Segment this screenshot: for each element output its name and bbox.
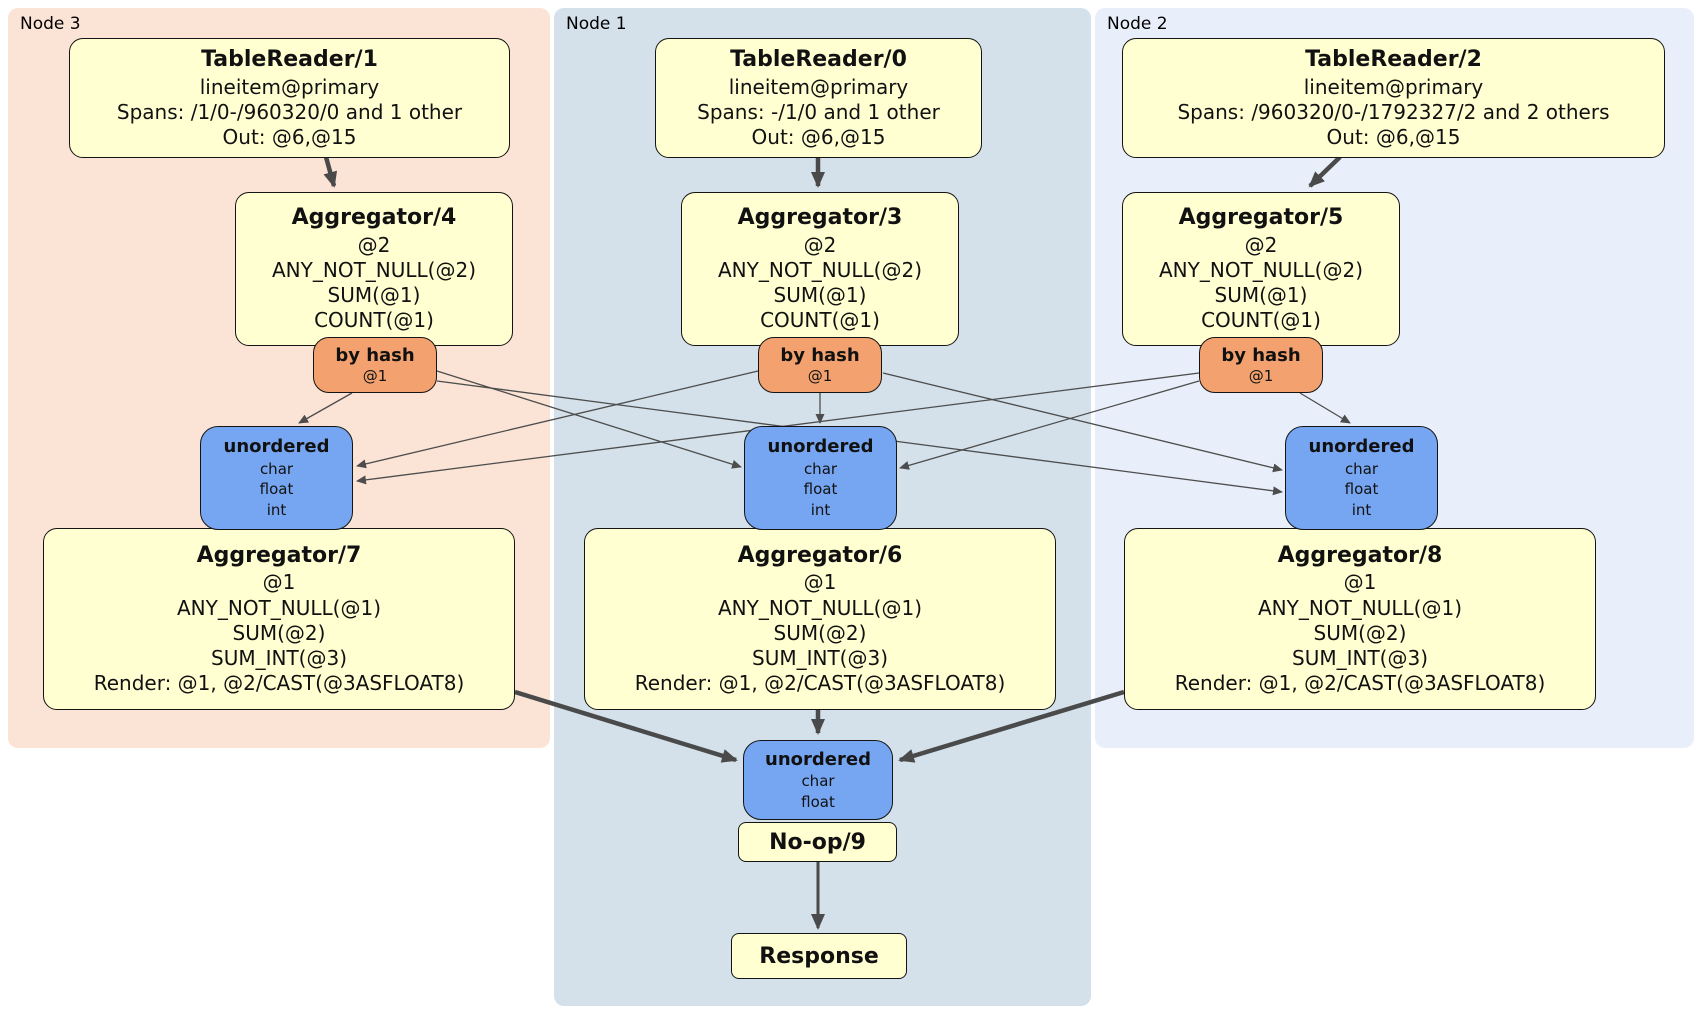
processor-title: Response [759, 943, 879, 969]
processor-line: ANY_NOT_NULL(@1) [1258, 595, 1462, 620]
processor-line: SUM_INT(@3) [1292, 645, 1428, 670]
router-detail: @1 [1248, 366, 1274, 385]
processor-tablereader-2: TableReader/2 lineitem@primary Spans: /9… [1122, 38, 1665, 158]
sync-line: int [1351, 501, 1372, 520]
processor-line: COUNT(@1) [314, 308, 434, 333]
sync-title: unordered [765, 748, 871, 770]
processor-title: TableReader/0 [730, 46, 907, 72]
processor-line: Out: @6,@15 [751, 124, 886, 149]
sync-title: unordered [767, 436, 874, 458]
processor-title: TableReader/1 [201, 46, 378, 72]
processor-aggregator-4: Aggregator/4 @2 ANY_NOT_NULL(@2) SUM(@1)… [235, 192, 513, 346]
processor-line: Render: @1, @2/CAST(@3ASFLOAT8) [93, 671, 465, 696]
router-title: by hash [335, 345, 415, 367]
processor-line: @1 [1343, 570, 1377, 595]
processor-line: SUM_INT(@3) [211, 645, 347, 670]
sync-line: char [803, 459, 838, 478]
processor-line: Out: @6,@15 [222, 124, 357, 149]
processor-title: No-op/9 [769, 829, 866, 855]
sync-line: char [259, 459, 294, 478]
sync-line: char [1344, 459, 1379, 478]
sync-line: float [801, 792, 835, 811]
sync-line: int [266, 501, 287, 520]
processor-line: ANY_NOT_NULL(@2) [718, 258, 922, 283]
processor-line: lineitem@primary [199, 74, 380, 99]
node3-label: Node 3 [20, 14, 81, 34]
processor-line: ANY_NOT_NULL(@2) [272, 258, 476, 283]
sync-line: int [810, 501, 831, 520]
processor-noop-9: No-op/9 [738, 822, 897, 862]
processor-line: @2 [803, 232, 837, 257]
processor-line: Spans: -/1/0 and 1 other [697, 99, 940, 124]
sync-unordered-final: unordered char float [743, 740, 893, 820]
processor-title: Aggregator/4 [291, 205, 457, 231]
processor-line: SUM(@2) [232, 620, 326, 645]
sync-unordered-right: unordered char float int [1285, 426, 1438, 530]
processor-title: Aggregator/5 [1178, 205, 1344, 231]
processor-line: SUM_INT(@3) [752, 645, 888, 670]
processor-line: Spans: /1/0-/960320/0 and 1 other [116, 99, 463, 124]
processor-line: SUM(@1) [1214, 283, 1308, 308]
processor-title: Aggregator/3 [737, 205, 903, 231]
processor-title: Aggregator/7 [196, 542, 362, 568]
sync-title: unordered [1308, 436, 1415, 458]
processor-aggregator-8: Aggregator/8 @1 ANY_NOT_NULL(@1) SUM(@2)… [1124, 528, 1596, 710]
processor-line: COUNT(@1) [1201, 308, 1321, 333]
router-detail: @1 [362, 366, 388, 385]
processor-line: Render: @1, @2/CAST(@3ASFLOAT8) [1174, 671, 1546, 696]
router-by-hash-left: by hash @1 [313, 337, 437, 393]
node2-label: Node 2 [1107, 14, 1168, 34]
sync-unordered-center: unordered char float int [744, 426, 897, 530]
processor-line: @1 [262, 570, 296, 595]
processor-tablereader-1: TableReader/1 lineitem@primary Spans: /1… [69, 38, 510, 158]
processor-line: @1 [803, 570, 837, 595]
sync-line: float [1344, 480, 1379, 499]
router-by-hash-center: by hash @1 [758, 337, 882, 393]
processor-line: SUM(@2) [773, 620, 867, 645]
processor-line: @2 [357, 232, 391, 257]
sync-line: float [803, 480, 838, 499]
processor-line: @2 [1244, 232, 1278, 257]
router-title: by hash [780, 345, 860, 367]
processor-response: Response [731, 933, 907, 979]
processor-line: Out: @6,@15 [1326, 124, 1461, 149]
processor-line: ANY_NOT_NULL(@1) [718, 595, 922, 620]
processor-aggregator-7: Aggregator/7 @1 ANY_NOT_NULL(@1) SUM(@2)… [43, 528, 515, 710]
processor-line: ANY_NOT_NULL(@1) [177, 595, 381, 620]
processor-aggregator-5: Aggregator/5 @2 ANY_NOT_NULL(@2) SUM(@1)… [1122, 192, 1400, 346]
sync-line: char [801, 772, 835, 790]
processor-aggregator-3: Aggregator/3 @2 ANY_NOT_NULL(@2) SUM(@1)… [681, 192, 959, 346]
processor-line: Render: @1, @2/CAST(@3ASFLOAT8) [634, 671, 1006, 696]
processor-line: lineitem@primary [1303, 74, 1484, 99]
router-by-hash-right: by hash @1 [1199, 337, 1323, 393]
node1-label: Node 1 [566, 14, 627, 34]
processor-line: COUNT(@1) [760, 308, 880, 333]
processor-title: TableReader/2 [1305, 46, 1482, 72]
processor-line: ANY_NOT_NULL(@2) [1159, 258, 1363, 283]
processor-title: Aggregator/6 [737, 542, 903, 568]
thick-edges [323, 155, 1342, 763]
processor-aggregator-6: Aggregator/6 @1 ANY_NOT_NULL(@1) SUM(@2)… [584, 528, 1056, 710]
processor-tablereader-0: TableReader/0 lineitem@primary Spans: -/… [655, 38, 982, 158]
processor-line: lineitem@primary [728, 74, 909, 99]
processor-line: SUM(@1) [773, 283, 867, 308]
processor-line: Spans: /960320/0-/1792327/2 and 2 others [1177, 99, 1610, 124]
processor-line: SUM(@2) [1313, 620, 1407, 645]
router-title: by hash [1221, 345, 1301, 367]
router-detail: @1 [807, 366, 833, 385]
processor-line: SUM(@1) [327, 283, 421, 308]
sync-title: unordered [223, 436, 330, 458]
sync-unordered-left: unordered char float int [200, 426, 353, 530]
processor-title: Aggregator/8 [1277, 542, 1443, 568]
sync-line: float [259, 480, 294, 499]
